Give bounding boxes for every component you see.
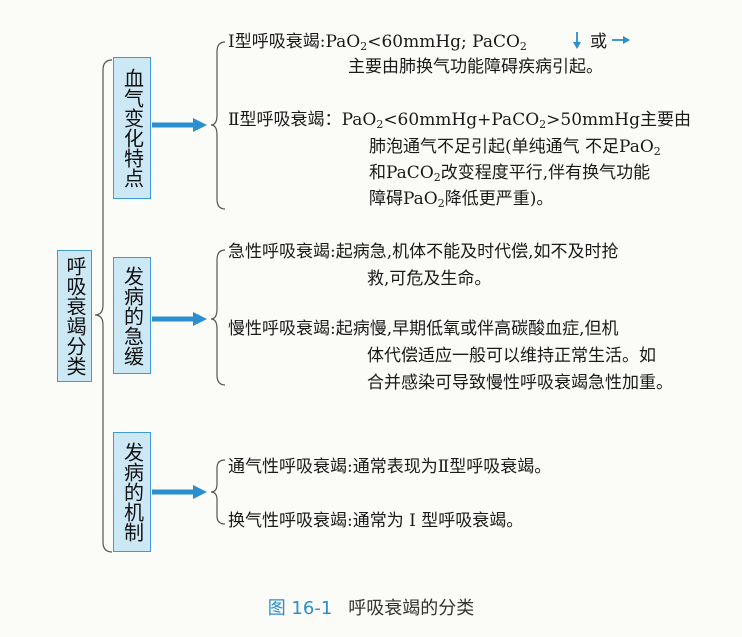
text-seg: 通常表现为Ⅱ型呼吸衰竭。 (352, 457, 552, 477)
chronic-line1: 慢性呼吸衰竭:起病慢,早期低氧或伴高碳酸血症,但机 (228, 317, 619, 342)
main-brace (94, 59, 113, 553)
arrow-cat3 (152, 485, 207, 499)
brace-cat1 (210, 41, 226, 210)
text-seg: PaO (325, 32, 361, 52)
category-box-blood-gas: 血气变化特点 (113, 57, 151, 199)
subscript: 2 (539, 118, 547, 131)
type2-heading: Ⅱ型呼吸衰竭： (228, 110, 342, 130)
type1-line2: 主要由肺换气功能障碍疾病引起。 (348, 57, 603, 77)
acute-line1: 急性呼吸衰竭:起病急,机体不能及时代偿,如不及时抢 (228, 240, 619, 265)
text-seg: 和PaCO (369, 163, 434, 183)
category-box-onset: 发病的急缓 (113, 257, 151, 374)
text-seg: 通常为 Ⅰ 型呼吸衰竭。 (352, 511, 524, 531)
text-seg: PaO (341, 110, 377, 130)
chronic-line3: 合并感染可导致慢性呼吸衰竭急性加重。 (367, 373, 673, 393)
root-box: 呼吸衰竭分类 (57, 250, 92, 382)
ventilatory-line: 通气性呼吸衰竭:通常表现为Ⅱ型呼吸衰竭。 (228, 455, 551, 480)
subscript: 2 (437, 197, 445, 210)
type2-line4: 障碍PaO2降低更严重)。 (369, 187, 553, 212)
chronic-heading: 慢性呼吸衰竭: (228, 319, 336, 339)
category-box-mechanism: 发病的机制 (113, 432, 151, 552)
arrow-down-icon (573, 32, 581, 49)
arrow-right-icon (612, 36, 630, 44)
subscript: 2 (433, 171, 441, 184)
chronic-line2: 体代偿适应一般可以维持正常生活。如 (367, 346, 656, 366)
gas-exchange-heading: 换气性呼吸衰竭: (228, 511, 353, 531)
gas-exchange-line: 换气性呼吸衰竭:通常为 Ⅰ 型呼吸衰竭。 (228, 509, 523, 534)
subscript: 2 (519, 40, 527, 53)
type2-line2: 肺泡通气不足引起(单纯通气 不足PaO2 (369, 135, 661, 160)
text-seg: 起病急,机体不能及时代偿,如不及时抢 (335, 242, 619, 262)
or-text: 或 (590, 32, 607, 52)
text-seg: 降低更严重)。 (444, 189, 554, 209)
text-seg: <60mmHg; PaCO (367, 32, 520, 52)
text-seg: <60mmHg+PaCO (383, 110, 540, 130)
brace-cat2 (210, 249, 226, 386)
figure-title: 呼吸衰竭的分类 (348, 598, 475, 619)
text-seg: 起病慢,早期低氧或伴高碳酸血症,但机 (335, 319, 619, 339)
acute-line2: 救,可危及生命。 (367, 269, 492, 289)
ventilatory-heading: 通气性呼吸衰竭: (228, 457, 353, 477)
type1-line1: Ⅰ型呼吸衰竭:PaO2<60mmHg; PaCO2 (228, 30, 527, 55)
brace-cat3 (210, 459, 226, 525)
arrow-cat1 (152, 118, 207, 132)
type2-line3: 和PaCO2改变程度平行,伴有换气功能 (369, 161, 650, 186)
subscript: 2 (360, 40, 368, 53)
arrow-cat2 (152, 312, 207, 326)
text-seg: >50mmHg主要由 (546, 110, 691, 130)
subscript: 2 (653, 145, 661, 158)
figure-number: 图 16-1 (267, 598, 333, 619)
type1-heading: Ⅰ型呼吸衰竭: (228, 32, 326, 52)
text-seg: 障碍PaO (369, 189, 438, 209)
type2-line1: Ⅱ型呼吸衰竭：PaO2<60mmHg+PaCO2>50mmHg主要由 (228, 108, 691, 133)
text-seg: 肺泡通气不足引起(单纯通气 不足PaO (369, 137, 654, 157)
figure-caption: 图 16-1 呼吸衰竭的分类 (0, 594, 742, 620)
subscript: 2 (376, 118, 384, 131)
text-seg: 改变程度平行,伴有换气功能 (440, 163, 651, 183)
acute-heading: 急性呼吸衰竭: (228, 242, 336, 262)
